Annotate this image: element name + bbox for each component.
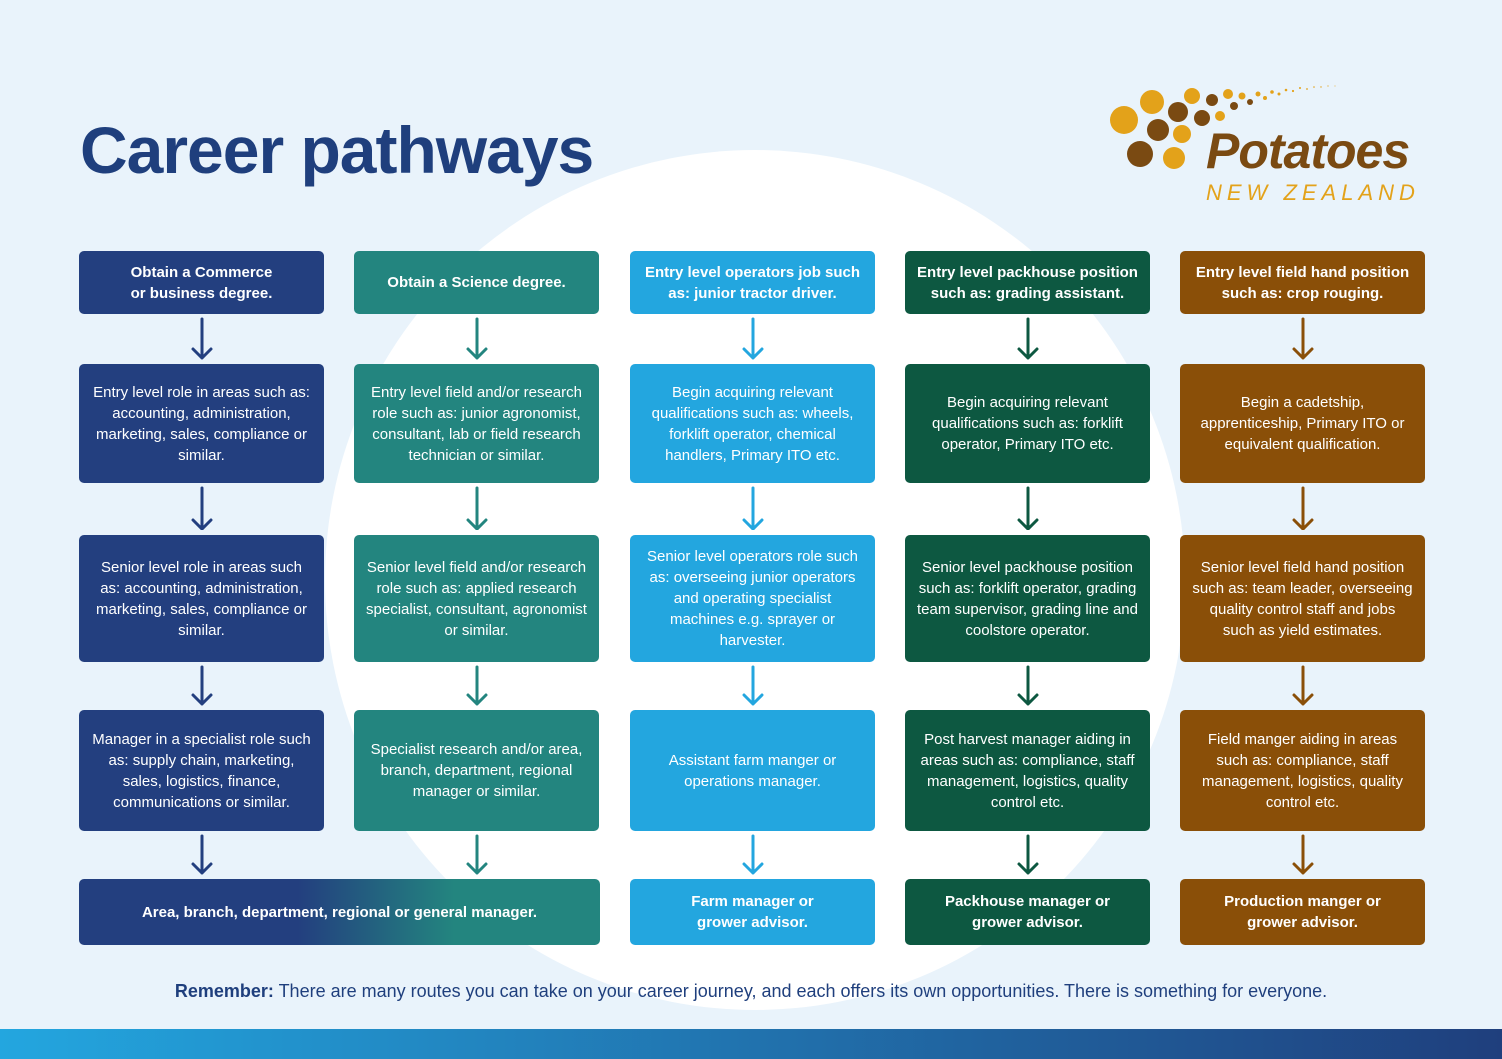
- column-5-arrow-down-icon-4: [1292, 834, 1313, 875]
- column-1-step-3-box: Manager in a specialist role such as: su…: [79, 710, 324, 831]
- column-2-arrow-down-icon-4: [466, 834, 487, 875]
- column-1-arrow-down-icon-4: [191, 834, 212, 875]
- column-2-arrow-down-icon-3: [466, 665, 487, 706]
- potato-dots-icon: [1110, 85, 1336, 169]
- column-2-head-box: Obtain a Science degree.: [354, 251, 599, 314]
- column-3-arrow-down-icon-2: [742, 486, 763, 530]
- column-4-arrow-down-icon-1: [1017, 317, 1038, 360]
- page-title: Career pathways: [80, 113, 594, 187]
- column-3-step-1-box: Begin acquiring relevant qualifications …: [630, 364, 875, 483]
- column-2-arrow-down-icon-2: [466, 486, 487, 530]
- column-2-arrow-down-icon-1: [466, 317, 487, 360]
- column-1-arrow-down-icon-1: [191, 317, 212, 360]
- column-4-final-box: Packhouse manager or grower advisor.: [905, 879, 1150, 945]
- logo-subtitle: NEW ZEALAND: [1206, 180, 1420, 205]
- column-2-step-3-box: Specialist research and/or area, branch,…: [354, 710, 599, 831]
- column-1-head-box: Obtain a Commerce or business degree.: [79, 251, 324, 314]
- column-4-step-2-box: Senior level packhouse position such as:…: [905, 535, 1150, 662]
- logo-wordmark: Potatoes: [1206, 123, 1410, 179]
- column-5-arrow-down-icon-3: [1292, 665, 1313, 706]
- column-4-head-box: Entry level packhouse position such as: …: [905, 251, 1150, 314]
- column-5-step-2-box: Senior level field hand position such as…: [1180, 535, 1425, 662]
- column-2-step-2-box: Senior level field and/or research role …: [354, 535, 599, 662]
- column-1-step-2-box: Senior level role in areas such as: acco…: [79, 535, 324, 662]
- column-5-step-3-box: Field manger aiding in areas such as: co…: [1180, 710, 1425, 831]
- bottom-bar: [0, 1029, 1502, 1059]
- column-5-arrow-down-icon-1: [1292, 317, 1313, 360]
- footnote-text: There are many routes you can take on yo…: [273, 981, 1328, 1001]
- column-5-step-1-box: Begin a cadetship, apprenticeship, Prima…: [1180, 364, 1425, 483]
- column-2-step-1-box: Entry level field and/or research role s…: [354, 364, 599, 483]
- footnote-lead: Remember:: [174, 981, 274, 1001]
- column-1-step-1-box: Entry level role in areas such as: accou…: [79, 364, 324, 483]
- column-3-final-box: Farm manager or grower advisor.: [630, 879, 875, 945]
- column-3-step-2-box: Senior level operators role such as: ove…: [630, 535, 875, 662]
- column-4-arrow-down-icon-4: [1017, 834, 1038, 875]
- column-1-arrow-down-icon-3: [191, 665, 212, 706]
- column-3-head-box: Entry level operators job such as: junio…: [630, 251, 875, 314]
- column-4-step-3-box: Post harvest manager aiding in areas suc…: [905, 710, 1150, 831]
- potatoes-nz-logo: Potatoes NEW ZEALAND: [1100, 78, 1440, 208]
- column-3-step-3-box: Assistant farm manger or operations mana…: [630, 710, 875, 831]
- footnote: Remember: There are many routes you can …: [0, 981, 1502, 1002]
- column-4-arrow-down-icon-3: [1017, 665, 1038, 706]
- column-1-arrow-down-icon-2: [191, 486, 212, 530]
- column-3-arrow-down-icon-1: [742, 317, 763, 360]
- column-4-arrow-down-icon-2: [1017, 486, 1038, 530]
- column-3-arrow-down-icon-3: [742, 665, 763, 706]
- column-3-arrow-down-icon-4: [742, 834, 763, 875]
- column-5-arrow-down-icon-2: [1292, 486, 1313, 530]
- merged-final-box: Area, branch, department, regional or ge…: [79, 879, 600, 945]
- column-5-head-box: Entry level field hand position such as:…: [1180, 251, 1425, 314]
- column-4-step-1-box: Begin acquiring relevant qualifications …: [905, 364, 1150, 483]
- column-5-final-box: Production manger or grower advisor.: [1180, 879, 1425, 945]
